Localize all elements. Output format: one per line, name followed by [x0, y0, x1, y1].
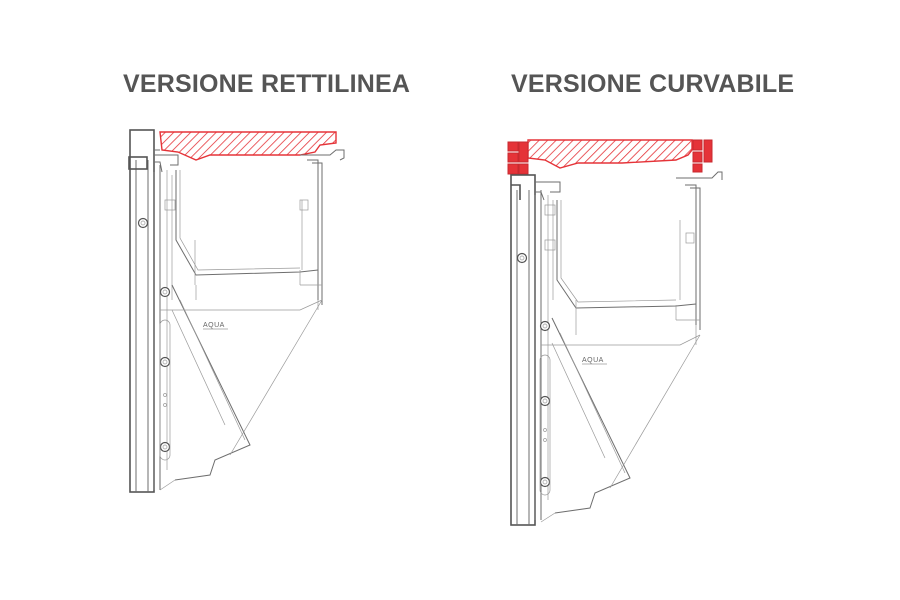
red-profile-straight	[159, 131, 337, 161]
bracket-arm	[159, 284, 323, 491]
bolt-hole	[539, 476, 551, 488]
bolt-hole	[159, 441, 171, 453]
bolt-hole	[137, 217, 149, 229]
bolt-hole	[539, 320, 551, 332]
bolt-hole	[539, 395, 551, 407]
aqua-logo: AQUA	[203, 322, 225, 329]
red-segment-right	[692, 139, 713, 173]
bracket-arm	[540, 317, 701, 523]
wall-post	[128, 129, 160, 493]
wall-post	[510, 174, 536, 526]
drawing-curvabile: AQUA	[507, 139, 723, 526]
title-versione-rettilinea: VERSIONE RETTILINEA	[123, 70, 411, 98]
drawing-rettilinea: AQUA	[128, 129, 345, 493]
channel	[544, 184, 701, 330]
red-segment-left	[507, 141, 529, 175]
channel	[164, 159, 323, 305]
bolt-hole	[159, 286, 171, 298]
bolt-hole	[159, 356, 171, 368]
bolt-hole	[516, 252, 528, 264]
aqua-logo: AQUA	[582, 357, 604, 364]
title-versione-curvabile: VERSIONE CURVABILE	[511, 70, 795, 98]
red-profile-curved	[527, 139, 693, 169]
